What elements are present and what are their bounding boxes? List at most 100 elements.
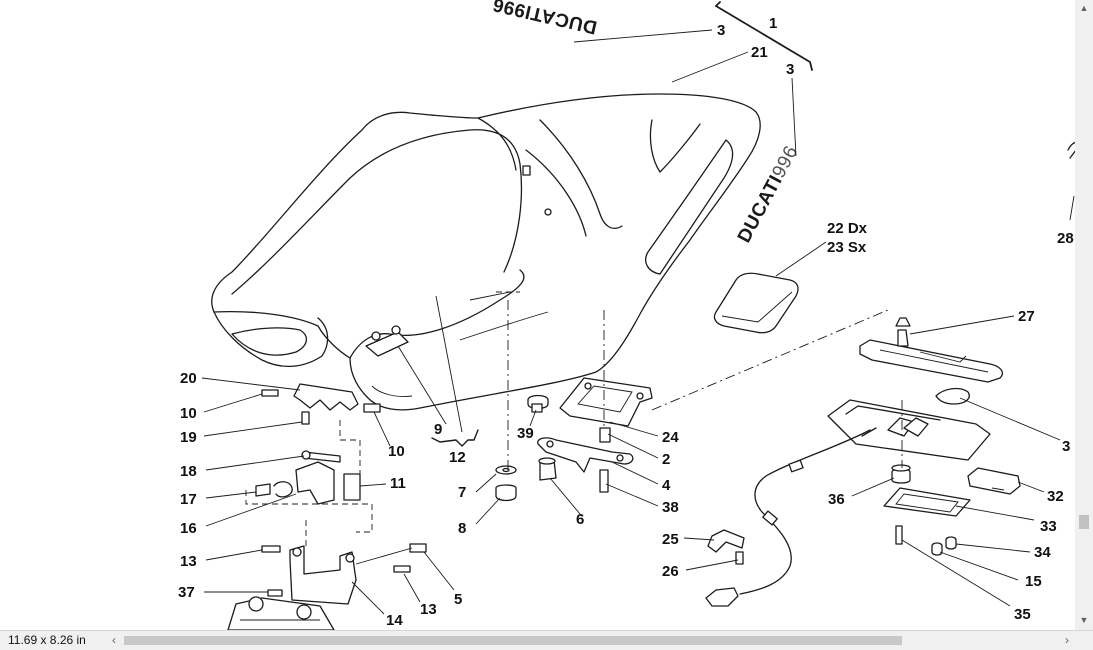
seat-assembly: [211, 93, 761, 411]
leader: [205, 493, 297, 527]
leader: [901, 539, 1011, 607]
lever-25: [707, 529, 745, 553]
washer-15: [931, 542, 943, 556]
drawing-canvas[interactable]: DUCATI996 DUCATI996: [0, 0, 1075, 630]
callout-22: 22 Dx: [827, 220, 868, 237]
spring-17: [255, 483, 271, 497]
vertical-scrollbar[interactable]: ▲ ▼: [1075, 0, 1093, 630]
plate-33: [883, 487, 971, 517]
leader: [955, 505, 1035, 521]
callout-19: 19: [180, 429, 197, 446]
leader: [775, 241, 827, 277]
leader: [201, 377, 301, 391]
leader: [939, 551, 1019, 581]
front-hinge-assembly: [227, 383, 427, 630]
leader: [959, 397, 1061, 441]
spring-coil: [273, 481, 293, 498]
leader-lines: [201, 29, 1075, 615]
chevron-left-icon[interactable]: ‹: [112, 633, 116, 647]
leader: [359, 483, 387, 487]
nut-8: [495, 484, 517, 502]
bracket-stud: [371, 331, 381, 341]
hook-11: [343, 473, 361, 501]
brand-decal-rear: DUCATI996: [491, 0, 600, 38]
seat-base-detail-3: [371, 385, 413, 397]
callout-27: 27: [1018, 308, 1035, 325]
seat-shell: [211, 93, 761, 411]
callout-3: 3: [1062, 438, 1070, 455]
frame-boss: [296, 604, 312, 620]
leader: [351, 581, 385, 615]
callout-33: 33: [1040, 518, 1057, 535]
callout-36: 36: [828, 491, 845, 508]
callout-16: 16: [180, 520, 197, 537]
callout-10: 10: [388, 443, 405, 460]
seat-bracket-9: [365, 331, 409, 357]
leader: [909, 315, 1015, 335]
leader: [611, 461, 659, 485]
callout-5: 5: [454, 591, 462, 608]
hook-16: [295, 461, 335, 505]
leader: [529, 409, 537, 427]
screw-35: [895, 525, 903, 545]
horizontal-scrollbar[interactable]: ‹ ›: [106, 631, 1075, 650]
chevron-down-icon[interactable]: ▼: [1079, 615, 1089, 625]
cap-39-stem: [531, 403, 543, 413]
callout-28: 28: [1057, 230, 1074, 247]
leader: [1017, 481, 1045, 493]
light-connector: [897, 329, 909, 347]
seat-base-detail-2: [469, 291, 511, 301]
leader: [609, 421, 659, 437]
leader: [851, 477, 895, 497]
pin-18-head: [301, 450, 311, 460]
callout-39: 39: [517, 425, 534, 442]
screw-13a: [261, 545, 281, 553]
nut-34: [945, 536, 957, 550]
status-bar: 11.69 x 8.26 in ‹ ›: [0, 630, 1093, 650]
leader: [955, 543, 1031, 553]
plate-4: [537, 437, 634, 473]
pad-32: [967, 467, 1021, 495]
horizontal-scroll-thumb[interactable]: [124, 636, 902, 645]
vertical-scroll-thumb[interactable]: [1079, 515, 1089, 529]
leader: [791, 77, 797, 157]
front-inner-recess: [231, 327, 307, 356]
leader: [671, 51, 749, 83]
leader: [475, 473, 497, 493]
callout-37: 37: [178, 584, 195, 601]
callout-6: 6: [576, 511, 584, 528]
spacer-2: [599, 427, 611, 443]
rider-seat-crease: [231, 129, 523, 295]
seat-stud: [522, 165, 531, 176]
guide-line: [245, 490, 373, 533]
lens-detail: [919, 351, 967, 363]
callout-7: 7: [458, 484, 466, 501]
lens-line: [879, 349, 989, 373]
leader: [205, 549, 263, 561]
page-size-readout: 11.69 x 8.26 in: [8, 633, 86, 647]
seat-front-opening: [213, 311, 329, 368]
callout-3: 3: [786, 61, 794, 78]
callout-15: 15: [1025, 573, 1042, 590]
callout-32: 32: [1047, 488, 1064, 505]
chevron-up-icon[interactable]: ▲: [1079, 3, 1089, 13]
leader: [205, 455, 305, 471]
part-28-fragment: [1067, 141, 1075, 159]
screw-10a: [261, 389, 279, 397]
callout-21: 21: [751, 44, 768, 61]
hinge-14: [289, 545, 357, 605]
scrollbar-corner: [1075, 631, 1093, 650]
bush-6-top: [538, 457, 556, 465]
callout-34: 34: [1034, 544, 1051, 561]
chevron-right-icon[interactable]: ›: [1065, 633, 1069, 647]
seat-hole: [544, 208, 552, 216]
screw-19: [301, 411, 310, 425]
leader: [435, 295, 463, 433]
leader: [397, 345, 447, 425]
callout-10: 10: [180, 405, 197, 422]
assembly-guides: [245, 291, 903, 546]
tail-bulb: [935, 387, 970, 405]
callout-2: 2: [662, 451, 670, 468]
group-bracket-1: [715, 5, 813, 71]
screw-10b: [363, 403, 381, 413]
